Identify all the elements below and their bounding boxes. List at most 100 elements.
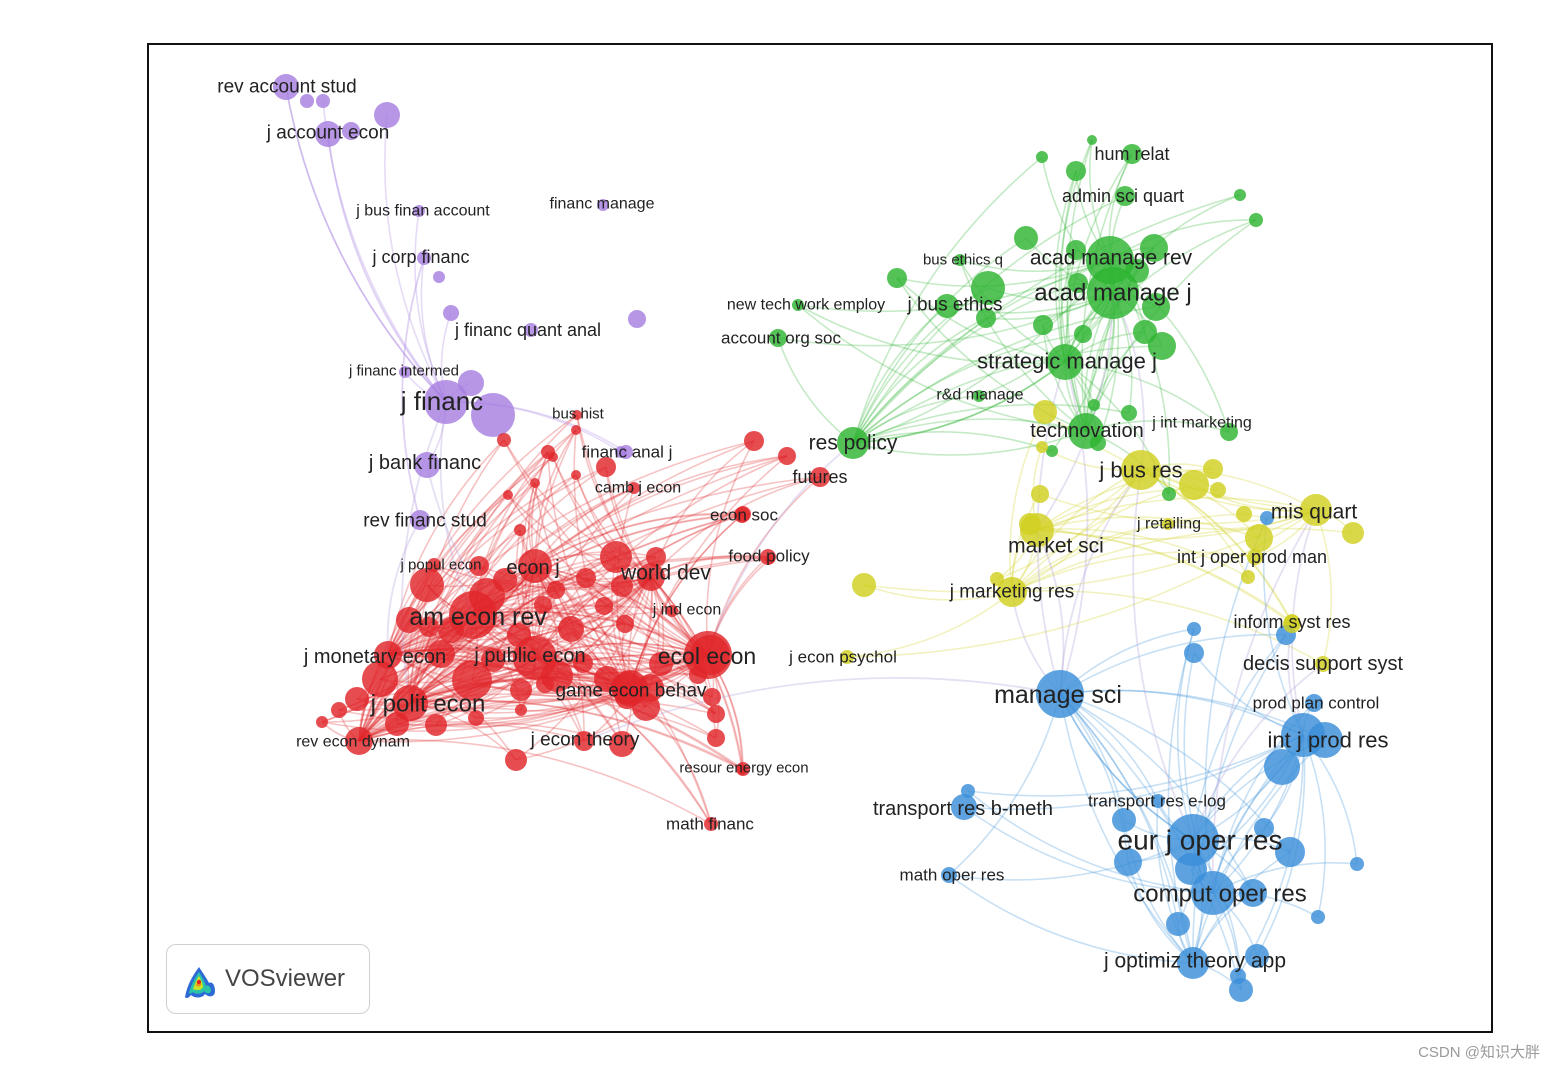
journal-node[interactable] xyxy=(1114,848,1142,876)
journal-node[interactable] xyxy=(1187,622,1201,636)
journal-label[interactable]: financ manage xyxy=(550,196,655,213)
journal-node[interactable] xyxy=(973,390,985,402)
journal-label[interactable]: rev econ dynam xyxy=(296,734,410,751)
journal-node[interactable] xyxy=(315,121,341,147)
journal-node[interactable] xyxy=(1260,511,1274,525)
journal-label[interactable]: camb j econ xyxy=(595,480,681,497)
journal-node[interactable] xyxy=(684,631,732,679)
journal-label[interactable]: technovation xyxy=(1030,420,1143,442)
journal-label[interactable]: transport res e-log xyxy=(1088,792,1226,811)
journal-node[interactable] xyxy=(954,254,966,266)
journal-label[interactable]: strategic manage j xyxy=(977,349,1157,374)
journal-node[interactable] xyxy=(1014,226,1038,250)
journal-node[interactable] xyxy=(628,310,646,328)
journal-label[interactable]: admin sci quart xyxy=(1062,186,1184,206)
journal-node[interactable] xyxy=(510,679,532,701)
journal-label[interactable]: econ j xyxy=(506,557,559,579)
journal-node[interactable] xyxy=(703,688,721,706)
journal-label[interactable]: j public econ xyxy=(473,645,585,667)
journal-label[interactable]: account org soc xyxy=(721,329,842,348)
journal-node[interactable] xyxy=(637,563,665,591)
journal-node[interactable] xyxy=(769,329,787,347)
journal-label[interactable]: am econ rev xyxy=(409,603,547,631)
journal-node[interactable] xyxy=(1300,494,1332,526)
journal-label[interactable]: j popul econ xyxy=(400,557,482,574)
journal-label[interactable]: decis support syst xyxy=(1243,653,1404,675)
journal-node[interactable] xyxy=(840,650,854,664)
journal-label[interactable]: j monetary econ xyxy=(303,646,446,668)
journal-node[interactable] xyxy=(1166,912,1190,936)
journal-label[interactable]: j polit econ xyxy=(370,691,486,718)
journal-label[interactable]: hum relat xyxy=(1094,144,1169,164)
journal-node[interactable] xyxy=(374,641,402,669)
journal-node[interactable] xyxy=(1191,871,1235,915)
journal-node[interactable] xyxy=(1264,749,1300,785)
journal-node[interactable] xyxy=(547,581,565,599)
journal-node[interactable] xyxy=(1241,570,1255,584)
journal-label[interactable]: resour energy econ xyxy=(679,760,808,777)
journal-node[interactable] xyxy=(1087,267,1139,319)
journal-node[interactable] xyxy=(1066,161,1086,181)
journal-label[interactable]: j financ xyxy=(400,386,483,416)
journal-label[interactable]: res policy xyxy=(809,432,898,455)
journal-node[interactable] xyxy=(611,575,633,597)
journal-node[interactable] xyxy=(362,661,398,697)
journal-label[interactable]: j retailing xyxy=(1136,516,1201,533)
journal-node[interactable] xyxy=(1020,513,1054,547)
journal-label[interactable]: rev financ stud xyxy=(363,511,487,532)
journal-label[interactable]: r&d manage xyxy=(936,387,1023,404)
journal-node[interactable] xyxy=(345,687,369,711)
journal-node[interactable] xyxy=(1036,151,1048,163)
journal-node[interactable] xyxy=(433,271,445,283)
journal-label[interactable]: bus hist xyxy=(552,406,605,423)
journal-node[interactable] xyxy=(1230,968,1246,984)
journal-label[interactable]: prod plan control xyxy=(1253,694,1380,713)
journal-label[interactable]: acad manage j xyxy=(1034,280,1191,307)
journal-node[interactable] xyxy=(1115,186,1135,206)
journal-label[interactable]: manage sci xyxy=(994,681,1122,709)
journal-node[interactable] xyxy=(1033,315,1053,335)
journal-node[interactable] xyxy=(419,617,439,637)
journal-node[interactable] xyxy=(469,556,489,576)
journal-label[interactable]: game econ behav xyxy=(555,681,707,702)
journal-node[interactable] xyxy=(852,573,876,597)
journal-node[interactable] xyxy=(536,675,554,693)
journal-node[interactable] xyxy=(1088,399,1100,411)
journal-node[interactable] xyxy=(1179,470,1209,500)
journal-node[interactable] xyxy=(1281,713,1325,757)
journal-node[interactable] xyxy=(1249,213,1263,227)
journal-node[interactable] xyxy=(612,670,648,706)
journal-node[interactable] xyxy=(458,370,484,396)
journal-label[interactable]: new tech work employ xyxy=(727,297,885,314)
journal-node[interactable] xyxy=(951,794,977,820)
journal-label[interactable]: transport res b-meth xyxy=(873,798,1053,820)
journal-node[interactable] xyxy=(1311,910,1325,924)
journal-label[interactable]: inform syst res xyxy=(1233,612,1350,632)
journal-node[interactable] xyxy=(316,716,328,728)
journal-node[interactable] xyxy=(518,549,552,583)
journal-label[interactable]: financ anal j xyxy=(582,443,673,462)
journal-node[interactable] xyxy=(1087,135,1097,145)
journal-node[interactable] xyxy=(273,74,299,100)
journal-label[interactable]: j optimiz theory app xyxy=(1103,950,1286,973)
journal-label[interactable]: comput oper res xyxy=(1133,881,1306,908)
journal-node[interactable] xyxy=(1245,524,1273,552)
journal-node[interactable] xyxy=(707,729,725,747)
journal-node[interactable] xyxy=(1229,978,1253,1002)
journal-node[interactable] xyxy=(425,714,447,736)
journal-node[interactable] xyxy=(331,702,347,718)
journal-node[interactable] xyxy=(413,205,425,217)
journal-node[interactable] xyxy=(1239,879,1267,907)
journal-node[interactable] xyxy=(414,452,440,478)
journal-node[interactable] xyxy=(736,762,750,776)
journal-node[interactable] xyxy=(1283,615,1301,633)
journal-node[interactable] xyxy=(646,547,666,567)
journal-label[interactable]: int j prod res xyxy=(1267,728,1388,753)
journal-node[interactable] xyxy=(1121,405,1137,421)
journal-node[interactable] xyxy=(576,568,596,588)
journal-node[interactable] xyxy=(760,549,776,565)
journal-node[interactable] xyxy=(1122,144,1142,164)
journal-node[interactable] xyxy=(424,380,468,424)
journal-node[interactable] xyxy=(1142,293,1170,321)
journal-node[interactable] xyxy=(530,478,540,488)
